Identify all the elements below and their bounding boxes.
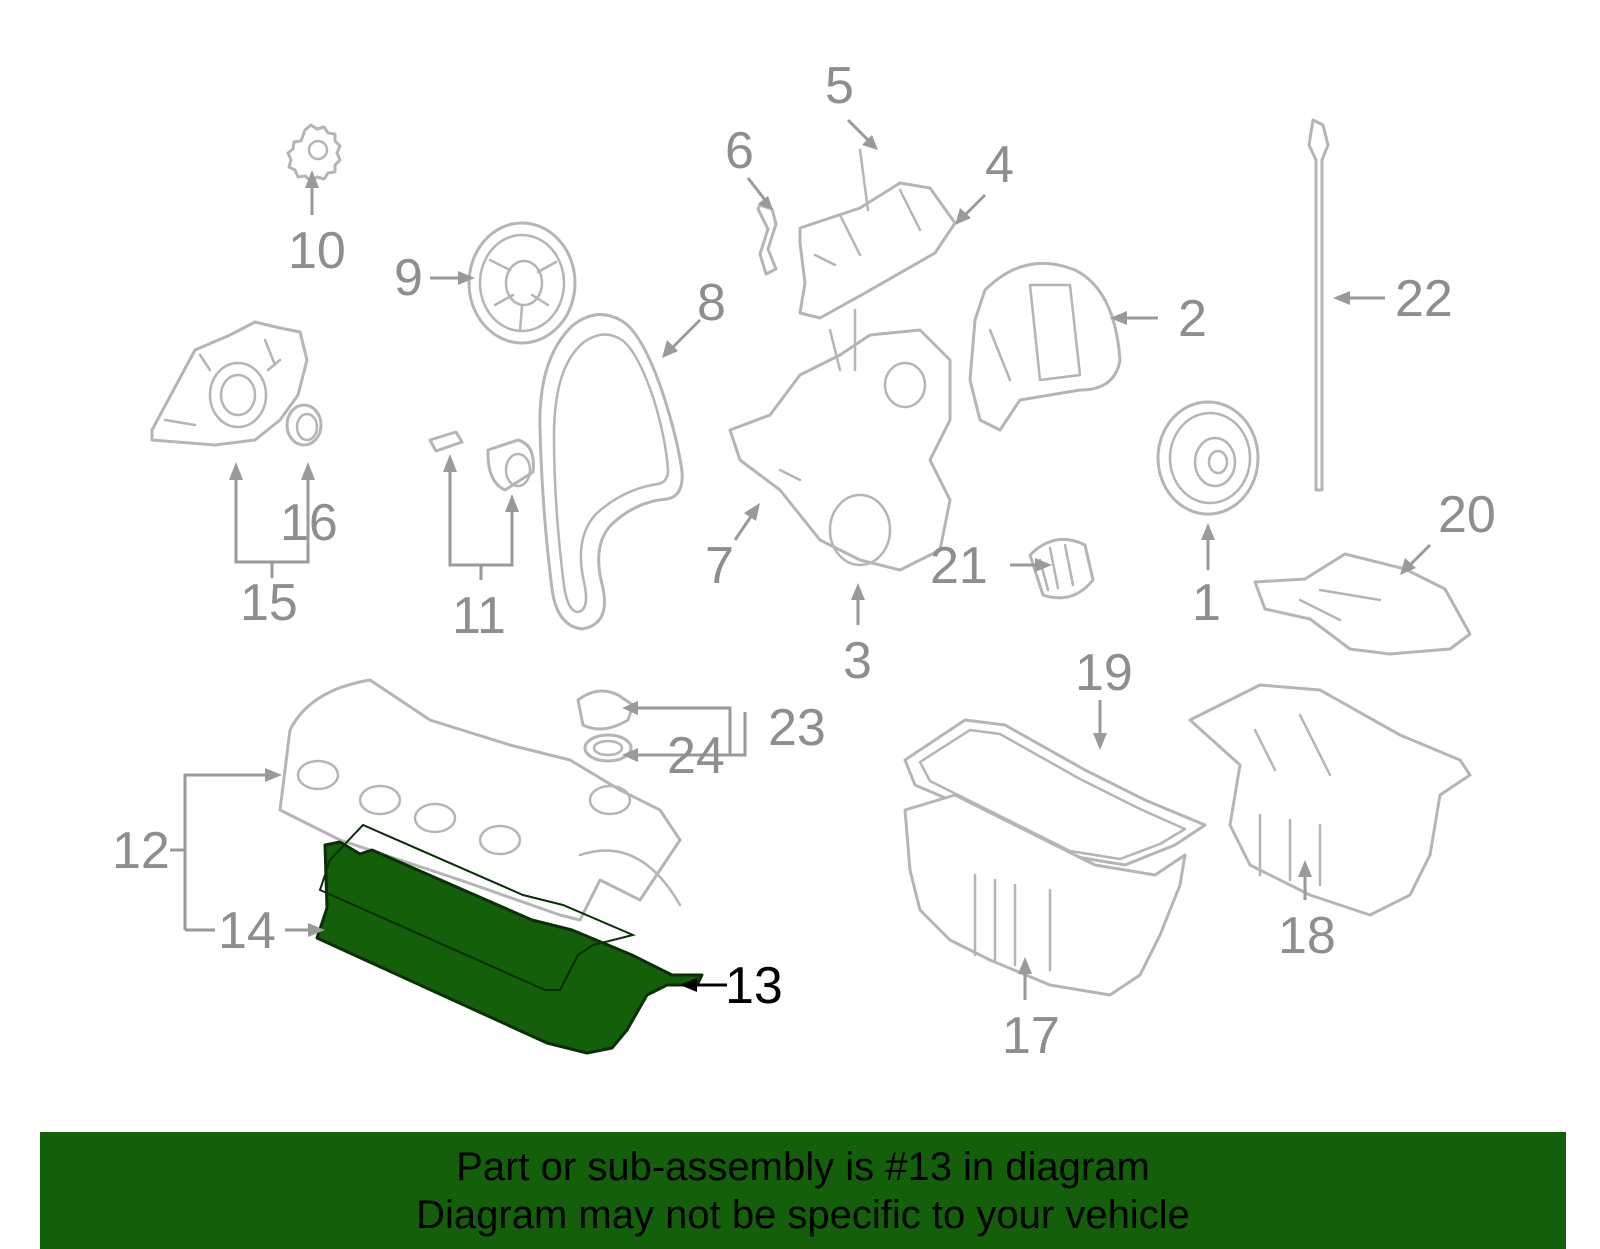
part-9-cam-pulley [467, 221, 577, 345]
callout-9: 9 [394, 249, 423, 307]
leader-23-24 [632, 706, 747, 757]
info-banner: Part or sub-assembly is #13 in diagram D… [40, 1132, 1566, 1249]
callout-22: 22 [1395, 270, 1453, 328]
callout-labels: 1 2 3 4 5 6 7 8 9 10 11 12 13 14 15 16 1… [112, 57, 1496, 1065]
leader-lines [170, 118, 1432, 1000]
part-22-dipstick [1307, 118, 1330, 492]
banner-line-disclaimer: Diagram may not be specific to your vehi… [416, 1192, 1190, 1237]
part-1-crank-pulley [1156, 400, 1260, 516]
part-11-timing-tensioner [428, 430, 535, 492]
callout-10: 10 [288, 222, 346, 280]
leader-12 [183, 773, 268, 850]
callout-15: 15 [240, 574, 298, 632]
callout-21: 21 [930, 537, 988, 595]
callout-24: 24 [667, 727, 725, 785]
part-3-lower-cover [728, 308, 952, 572]
part-16-oil-seal [285, 403, 323, 447]
callout-20: 20 [1438, 486, 1496, 544]
leader-6 [746, 177, 767, 201]
leader-7 [733, 514, 754, 541]
part-24-cap-seal [583, 733, 633, 763]
part-2-timing-cover [968, 261, 1122, 432]
part-12-valve-cover [278, 678, 682, 922]
callout-14: 14 [218, 902, 276, 960]
callout-7: 7 [705, 537, 734, 595]
callout-5: 5 [825, 57, 854, 115]
callout-1: 1 [1192, 574, 1221, 632]
part-10-crank-sprocket [286, 123, 342, 183]
leader-4 [963, 193, 987, 217]
callout-18: 18 [1278, 907, 1336, 965]
callout-12: 12 [112, 822, 170, 880]
part-8-timing-belt [538, 313, 684, 631]
part-20-baffle-plate [1253, 552, 1472, 656]
callout-16: 16 [280, 494, 338, 552]
callout-13: 13 [725, 957, 783, 1015]
part-15-oil-pump [150, 320, 309, 447]
part-17-oil-pan-gasketed [903, 793, 1187, 997]
callout-17: 17 [1002, 1007, 1060, 1065]
leader-8 [670, 318, 702, 350]
callout-4: 4 [985, 136, 1014, 194]
part-23-filler-cap [576, 689, 635, 731]
callout-19: 19 [1075, 644, 1133, 702]
part-21-oil-filter [1028, 537, 1095, 600]
part-6-bracket [756, 203, 778, 276]
leader-5 [846, 118, 870, 142]
part-4-upper-cover [798, 148, 957, 320]
callout-2: 2 [1178, 290, 1207, 348]
leader-20 [1408, 543, 1432, 567]
callout-3: 3 [843, 632, 872, 690]
callout-11: 11 [452, 587, 506, 645]
banner-line-part: Part or sub-assembly is #13 in diagram [456, 1144, 1150, 1189]
callout-8: 8 [697, 274, 726, 332]
callout-23: 23 [768, 699, 826, 757]
part-18-oil-pan [1188, 683, 1472, 917]
callout-6: 6 [725, 122, 754, 180]
